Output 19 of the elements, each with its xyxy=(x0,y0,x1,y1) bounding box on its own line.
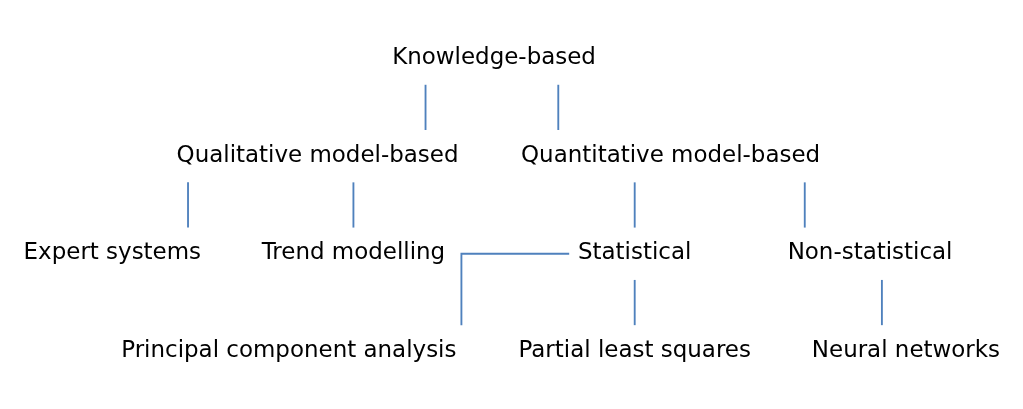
node-text: Quantitative model-based xyxy=(520,140,820,167)
node-text: Statistical xyxy=(577,237,691,264)
connector xyxy=(633,180,636,228)
node-text: Neural networks xyxy=(811,335,1000,362)
node-text: Non-statistical xyxy=(787,237,952,264)
node-text: Trend modelling xyxy=(261,237,445,264)
connector xyxy=(424,83,426,131)
connector xyxy=(352,180,354,228)
connector xyxy=(803,180,806,228)
connector xyxy=(880,278,883,326)
node-text: Expert systems xyxy=(23,237,201,264)
connector xyxy=(459,252,570,326)
node-text: Qualitative model-based xyxy=(176,140,459,167)
connector xyxy=(556,83,559,131)
node-text: Partial least squares xyxy=(518,335,751,362)
connector xyxy=(633,278,636,326)
connector xyxy=(186,180,189,228)
node-text: Principal component analysis xyxy=(120,335,456,362)
node-text: Knowledge-based xyxy=(391,42,596,69)
